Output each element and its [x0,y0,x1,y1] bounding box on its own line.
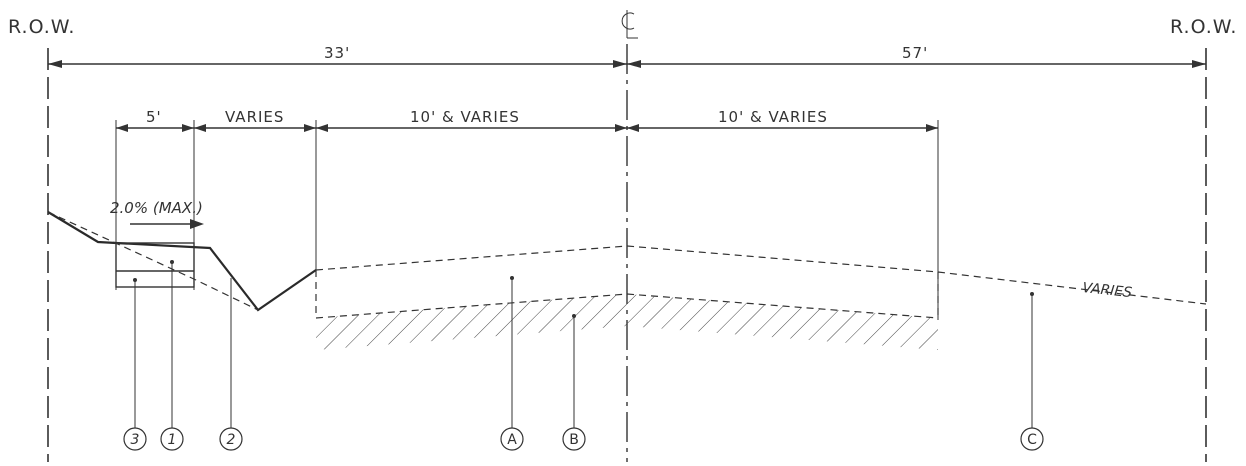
svg-text:A: A [507,432,517,448]
svg-text:3: 3 [131,432,140,448]
row-right-label: R.O.W. [1170,16,1237,38]
dim-left-total: 33' [324,44,350,62]
svg-text:2: 2 [227,432,236,448]
callout-3: 3 [123,427,147,451]
callout-leaders [133,260,1034,428]
callout-B: B [562,427,586,451]
dim-sidewalk: 5' [146,108,162,126]
ground-varies-label: VARIES [1082,280,1133,301]
svg-text:B: B [569,432,579,448]
callout-A: A [500,427,524,451]
centerline-symbol-icon [621,10,638,39]
sidewalk-section [115,242,195,288]
svg-text:1: 1 [168,432,177,448]
dim-lane-right: 10' & VARIES [718,108,828,126]
svg-text:C: C [1027,432,1037,448]
pavement-top-dashed [315,245,1207,305]
row-left-label: R.O.W. [8,16,75,38]
callout-C: C [1020,427,1044,451]
callout-1: 1 [160,427,184,451]
dim-lane-left: 10' & VARIES [410,108,520,126]
slope-annotation: 2.0% (MAX.) [110,199,203,217]
dim-right-total: 57' [902,44,928,62]
dim-varies: VARIES [225,108,284,126]
callout-2: 2 [219,427,243,451]
ground-profile-left [47,211,317,312]
slope-arrow-icon [130,219,204,229]
overall-dimension-line [48,60,1206,68]
subgrade-dashed-left [47,211,259,311]
component-dimension-line [115,120,939,320]
subgrade-hatch [316,294,938,350]
